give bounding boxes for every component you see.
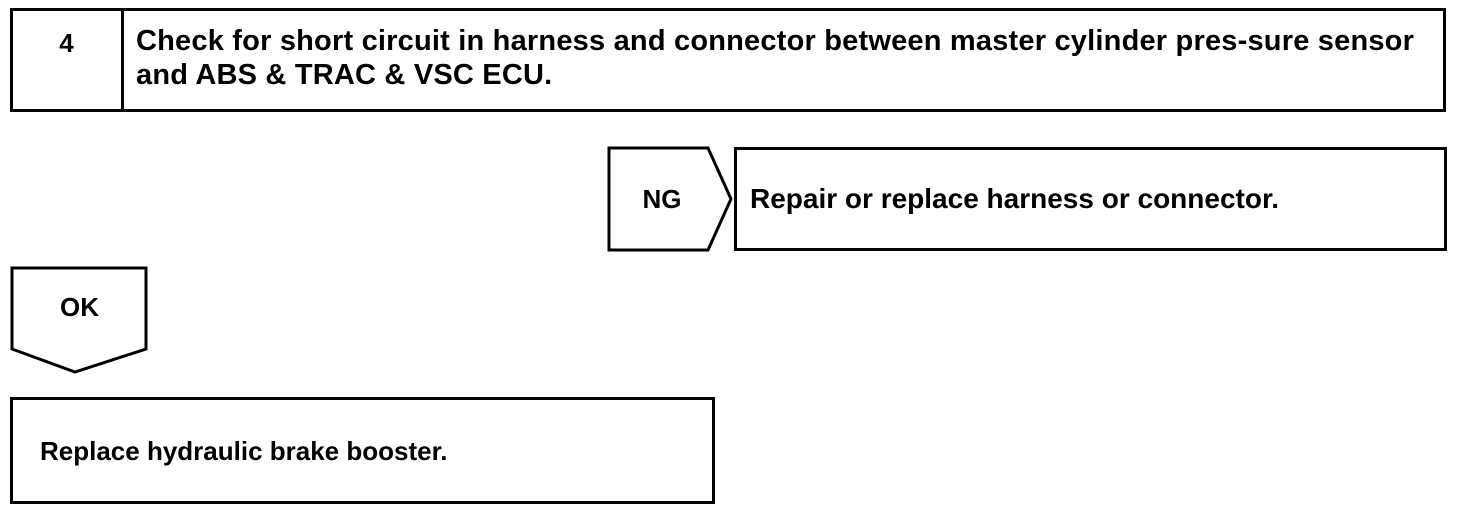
step-box [10,8,1446,112]
ok-arrow-shape [10,266,148,374]
ok-label: OK [60,292,99,322]
step-divider [121,8,124,112]
ng-result-text: Repair or replace harness or connector. [750,183,1280,214]
step-title: Check for short circuit in harness and c… [136,25,1415,91]
ng-label: NG [642,184,682,214]
ng-result-box [734,147,1447,251]
ok-result-text: Replace hydraulic brake booster. [40,436,448,466]
ng-arrow-shape [607,146,733,252]
step-number: 4 [59,27,74,58]
ok-result-box [10,397,715,504]
